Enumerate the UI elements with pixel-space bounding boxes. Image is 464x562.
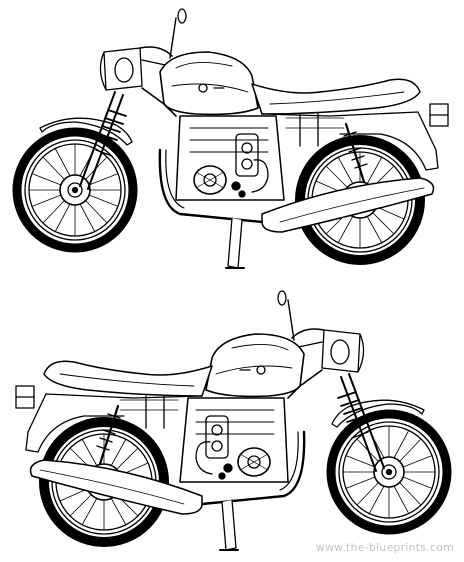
front-wheel (12, 127, 138, 253)
front-fender (39, 117, 133, 146)
front-fork (79, 91, 127, 190)
seat (43, 360, 213, 397)
motorcycle-view-right-side (0, 0, 464, 280)
motorcycle-linework-inner (15, 290, 452, 551)
headlight-assembly (99, 8, 187, 91)
tail-light (15, 385, 35, 409)
front-fork (337, 373, 385, 472)
rear-frame (25, 393, 203, 453)
seat (251, 78, 421, 115)
fuel-tank (159, 51, 259, 116)
headlight-assembly (277, 290, 365, 373)
watermark-text: www.the-blueprints.com (315, 541, 454, 554)
engine-block (175, 115, 285, 201)
kickstand (219, 499, 239, 551)
motorcycle-view-left-side (0, 282, 464, 562)
motorcycle-linework (12, 8, 449, 269)
frame-downtube (141, 87, 177, 117)
motorcycle-linework-mirrored (15, 290, 452, 551)
exhaust-muffler (158, 148, 435, 233)
engine-block (179, 397, 289, 483)
tail-light (429, 103, 449, 127)
kickstand (225, 217, 245, 269)
front-wheel (326, 409, 452, 535)
front-fender (331, 399, 425, 428)
fuel-tank (205, 333, 305, 398)
motorcycle-drawing (12, 8, 449, 269)
motorcycle-drawing-mirrored (15, 290, 452, 551)
rear-frame (261, 111, 439, 171)
exhaust-muffler (29, 430, 306, 515)
frame-downtube (287, 369, 323, 399)
motorcycle-linework-inner (12, 8, 449, 269)
